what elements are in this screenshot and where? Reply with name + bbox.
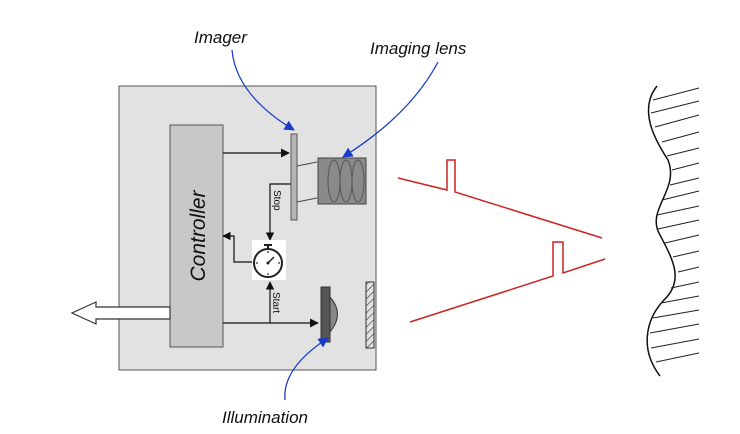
imaging-lens-callout-arrow bbox=[342, 61, 439, 158]
start-label: Start bbox=[270, 292, 281, 313]
imaging-lens bbox=[317, 157, 367, 205]
stop-label: Stop bbox=[271, 190, 282, 211]
controller-block bbox=[169, 124, 224, 348]
illumination-label: Illumination bbox=[222, 408, 308, 427]
return-pulse bbox=[397, 159, 603, 239]
stop-signal-line bbox=[265, 183, 291, 241]
controller-label: Controller bbox=[187, 189, 210, 281]
imaging-lens-label: Imaging lens bbox=[370, 39, 467, 58]
housing-window bbox=[365, 281, 375, 349]
illumination-callout-arrow bbox=[284, 337, 329, 401]
output-arrow bbox=[70, 301, 171, 325]
target-surface bbox=[646, 85, 700, 377]
imager-plate bbox=[290, 133, 298, 221]
imager-label: Imager bbox=[194, 28, 248, 47]
imager-callout-arrow bbox=[231, 49, 295, 131]
emitted-pulse bbox=[409, 241, 606, 323]
stopwatch-icon bbox=[252, 240, 286, 280]
timer-to-controller-line bbox=[222, 231, 252, 263]
camera-housing bbox=[118, 85, 377, 371]
